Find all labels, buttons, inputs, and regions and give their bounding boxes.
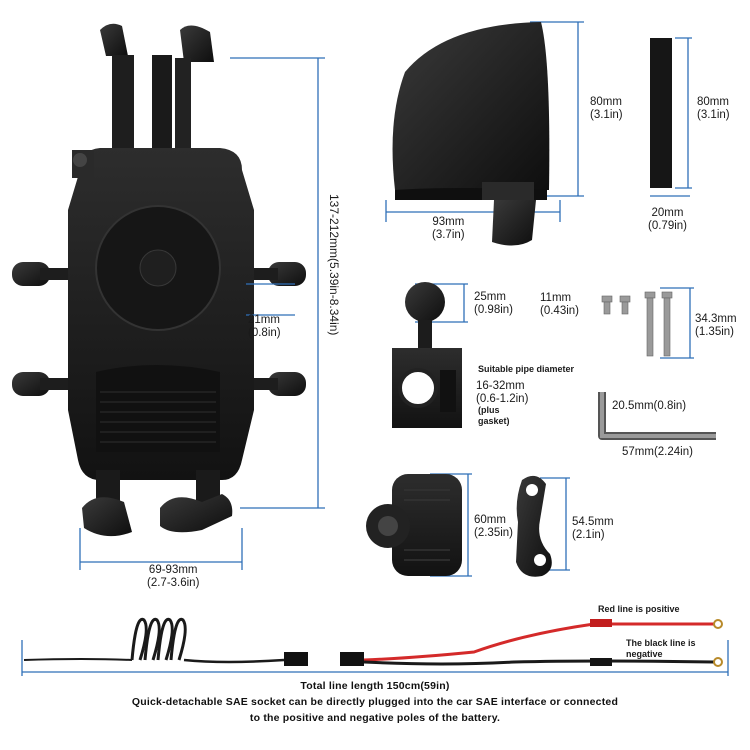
short-screw-label: 11mm (0.43in) bbox=[540, 292, 579, 318]
visor-width-in: (3.7in) bbox=[432, 229, 465, 241]
caption-line-3: to the positive and negative poles of th… bbox=[249, 712, 501, 724]
holder-width-mm: 69-93mm bbox=[148, 564, 198, 576]
ball-size-label: 25mm (0.98in) bbox=[474, 291, 513, 317]
pad-width-in: (0.79in) bbox=[648, 220, 687, 232]
sun-visor-icon bbox=[392, 22, 550, 246]
visor-width-label: 93mm (3.7in) bbox=[432, 216, 465, 242]
dimension-lines bbox=[21, 21, 729, 676]
extension-arm-icon bbox=[516, 475, 552, 577]
ball-mm: 25mm bbox=[474, 291, 506, 303]
phone-holder-icon bbox=[12, 23, 306, 537]
pipe-diameter-label: 16-32mm (0.6-1.2in) bbox=[476, 380, 528, 406]
pipe-in: (0.6-1.2in) bbox=[476, 393, 529, 405]
screws-icon bbox=[601, 291, 673, 357]
red-wire-label: Red line is positive bbox=[598, 604, 680, 614]
foam-pad-icon bbox=[650, 38, 672, 188]
long-screw-label: 34.3mm (1.35in) bbox=[695, 313, 737, 339]
pipe-mm: 16-32mm bbox=[476, 380, 525, 392]
sae-power-cable-icon bbox=[23, 617, 723, 667]
black-wire-label: The black line is negative bbox=[626, 638, 696, 660]
clamp-size-label: 60mm (2.35in) bbox=[474, 514, 513, 540]
pipe-title: Suitable pipe diameter bbox=[478, 364, 575, 374]
arm-in: (0.8in) bbox=[248, 327, 281, 339]
short-screw-in: (0.43in) bbox=[540, 305, 579, 317]
pipe-note: (plus gasket) bbox=[478, 405, 510, 427]
arm-bar-mm: 54.5mm bbox=[572, 516, 614, 528]
arm-mm: 21mm bbox=[248, 314, 280, 326]
long-screw-in: (1.35in) bbox=[695, 326, 734, 338]
holder-width-in: (2.7-3.6in) bbox=[147, 577, 200, 589]
double-socket-arm-icon bbox=[366, 474, 462, 576]
caption-line-1: Total line length 150cm(59in) bbox=[300, 680, 450, 692]
holder-height-label: 137-212mm(5.39in-8.34in) bbox=[327, 194, 341, 336]
visor-width-mm: 93mm bbox=[432, 216, 465, 228]
ball-mount-icon bbox=[392, 282, 462, 428]
pipe-note-1: (plus bbox=[478, 405, 500, 415]
visor-height-mm: 80mm bbox=[590, 96, 622, 108]
pipe-note-2: gasket) bbox=[478, 416, 510, 426]
pad-width-mm: 20mm bbox=[651, 207, 684, 219]
long-screw-mm: 34.3mm bbox=[695, 313, 737, 325]
pad-height-mm: 80mm bbox=[697, 96, 729, 108]
hex-wrench-icon bbox=[598, 392, 716, 440]
short-screw-mm: 11mm bbox=[540, 292, 572, 304]
pad-width-label: 20mm (0.79in) bbox=[648, 207, 687, 233]
wrench-short-label: 20.5mm(0.8in) bbox=[612, 400, 687, 412]
black-wire-line-2: negative bbox=[626, 649, 663, 659]
ball-in: (0.98in) bbox=[474, 304, 513, 316]
arm-bar-label: 54.5mm (2.1in) bbox=[572, 516, 614, 542]
pad-height-label: 80mm (3.1in) bbox=[697, 96, 730, 122]
arm-dimension-label: 21mm (0.8in) bbox=[248, 314, 281, 340]
pad-height-in: (3.1in) bbox=[697, 109, 730, 121]
holder-width-label: 69-93mm (2.7-3.6in) bbox=[147, 564, 199, 590]
clamp-mm: 60mm bbox=[474, 514, 506, 526]
cable-caption: Total line length 150cm(59in) Quick-deta… bbox=[0, 678, 750, 726]
arm-bar-in: (2.1in) bbox=[572, 529, 605, 541]
black-wire-line-1: The black line is bbox=[626, 638, 696, 648]
wrench-long-label: 57mm(2.24in) bbox=[622, 446, 693, 458]
clamp-in: (2.35in) bbox=[474, 527, 513, 539]
caption-line-2: Quick-detachable SAE socket can be direc… bbox=[131, 696, 619, 708]
visor-height-in: (3.1in) bbox=[590, 109, 623, 121]
visor-height-label: 80mm (3.1in) bbox=[590, 96, 623, 122]
